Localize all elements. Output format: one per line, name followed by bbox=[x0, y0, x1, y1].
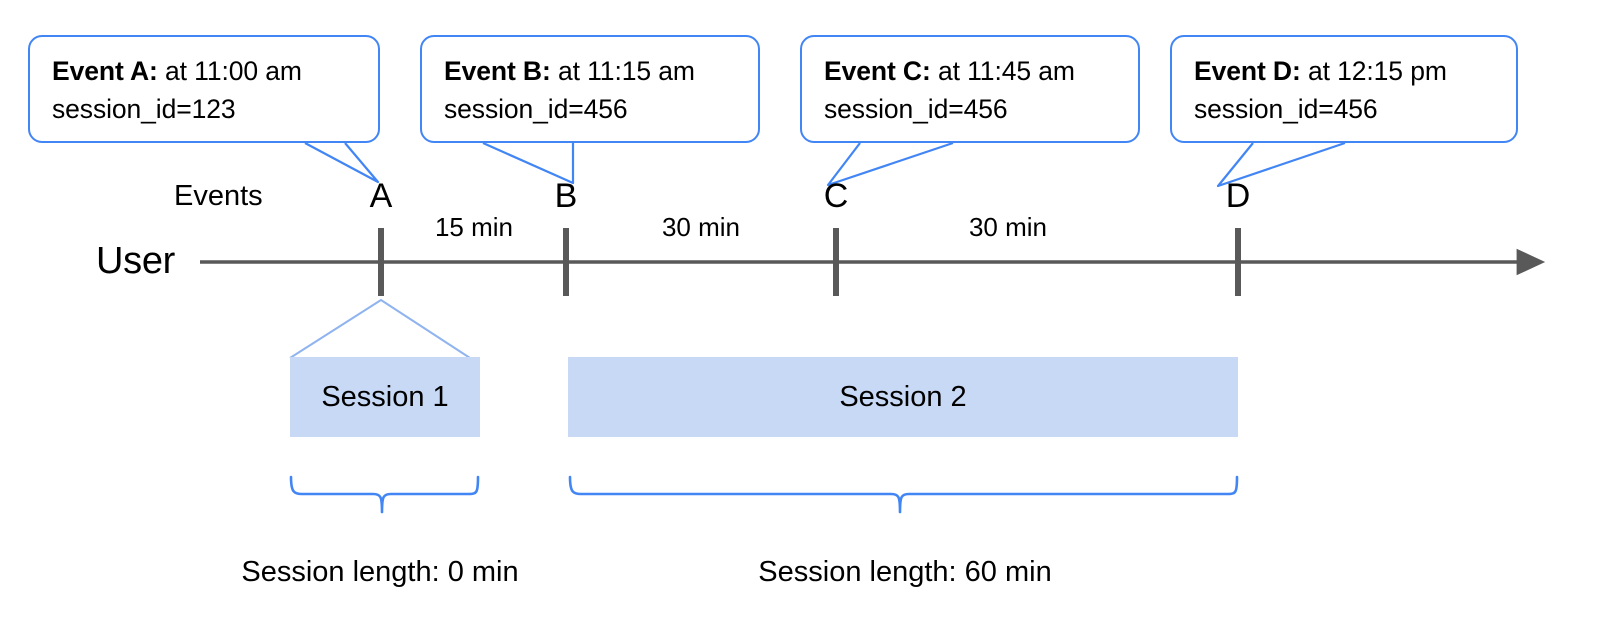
session-bar-1: Session 1 bbox=[290, 357, 480, 437]
event-letter-a: A bbox=[369, 177, 393, 215]
callout-a-session-id: session_id=123 bbox=[52, 93, 236, 124]
callout-event-a: Event A: at 11:00 am session_id=123 bbox=[28, 35, 380, 143]
session-2-length-caption: Session length: 60 min bbox=[758, 556, 1052, 588]
callout-b-line-1: Event B: at 11:15 am bbox=[444, 53, 740, 91]
lane-label-user: User bbox=[96, 240, 176, 282]
event-letter-b: B bbox=[554, 177, 578, 215]
callout-d-line-1: Event D: at 12:15 pm bbox=[1194, 53, 1498, 91]
callout-a-bold-label: Event A: bbox=[52, 56, 158, 86]
callout-c-bold-label: Event C: bbox=[824, 56, 931, 86]
callout-event-c: Event C: at 11:45 am session_id=456 bbox=[800, 35, 1140, 143]
callout-b-time: at 11:15 am bbox=[550, 56, 695, 86]
gap-label-b-c: 30 min bbox=[661, 212, 741, 242]
callout-c-session-id: session_id=456 bbox=[824, 93, 1008, 124]
event-letter-c: C bbox=[823, 177, 849, 215]
session-bar-2: Session 2 bbox=[568, 357, 1238, 437]
callout-c-line-1: Event C: at 11:45 am bbox=[824, 53, 1120, 91]
session-1-connector bbox=[289, 299, 471, 359]
callout-b-session-id: session_id=456 bbox=[444, 93, 628, 124]
callout-a-time: at 11:00 am bbox=[157, 56, 302, 86]
callout-d-session-id: session_id=456 bbox=[1194, 93, 1378, 124]
callout-a-line-1: Event A: at 11:00 am bbox=[52, 53, 360, 91]
callout-event-b: Event B: at 11:15 am session_id=456 bbox=[420, 35, 760, 143]
gap-label-a-b: 15 min bbox=[434, 212, 514, 242]
callout-b-bold-label: Event B: bbox=[444, 56, 551, 86]
callout-d-bold-label: Event D: bbox=[1194, 56, 1301, 86]
callout-c-time: at 11:45 am bbox=[930, 56, 1075, 86]
event-letter-d: D bbox=[1225, 177, 1251, 215]
callout-event-d: Event D: at 12:15 pm session_id=456 bbox=[1170, 35, 1518, 143]
session-1-length-caption: Session length: 0 min bbox=[241, 556, 519, 588]
session-bar-1-label: Session 1 bbox=[321, 380, 449, 413]
lane-label-events: Events bbox=[174, 180, 263, 212]
gap-label-c-d: 30 min bbox=[968, 212, 1048, 242]
session-2-brace bbox=[568, 475, 1239, 514]
callout-d-time: at 12:15 pm bbox=[1300, 56, 1447, 86]
session-1-brace bbox=[289, 475, 480, 514]
session-bar-2-label: Session 2 bbox=[839, 380, 967, 413]
